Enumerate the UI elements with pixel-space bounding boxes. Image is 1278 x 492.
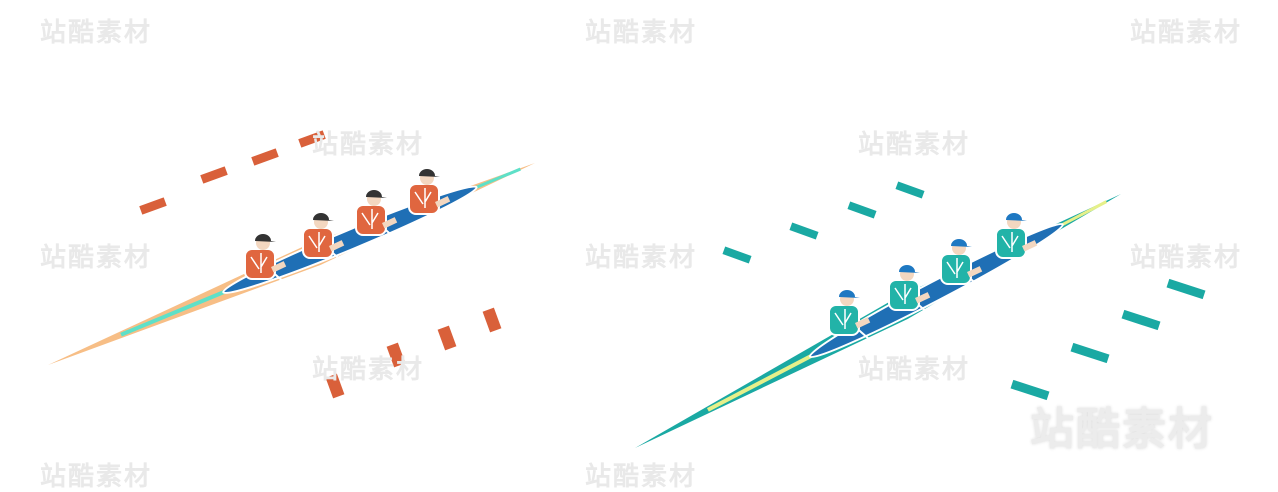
teal-boat: [635, 194, 1121, 448]
rower-cap: [1006, 213, 1027, 221]
oar-blade: [251, 148, 279, 166]
oar-blade: [139, 197, 167, 215]
rower: [278, 205, 360, 277]
oar-blade: [789, 222, 819, 240]
life-vest-lines: [834, 309, 852, 329]
rower-cap: [951, 239, 972, 247]
rower-arm: [1022, 240, 1038, 252]
rower-torso: [828, 304, 860, 336]
rower-torso: [995, 227, 1027, 259]
oar-blade: [437, 325, 457, 351]
rower: [220, 226, 302, 298]
oar-blade: [386, 342, 406, 368]
oar-blade: [1166, 278, 1206, 300]
rower-cap: [313, 213, 334, 221]
rower: [384, 161, 466, 233]
rower: [804, 282, 886, 354]
oar-blade: [895, 181, 925, 199]
rower: [864, 257, 946, 329]
rower-arm: [855, 317, 871, 329]
rower-cap: [255, 234, 276, 242]
rower-torso: [940, 253, 972, 285]
watermark: 站酷素材: [312, 355, 425, 385]
watermark: 站酷素材: [312, 130, 425, 160]
rower-arm: [329, 240, 345, 252]
hull-stripe: [120, 286, 234, 337]
rower: [971, 205, 1053, 277]
rower-torso: [408, 183, 440, 215]
life-vest-lines: [1001, 232, 1019, 252]
life-vest-lines: [308, 232, 326, 252]
life-vest-lines: [414, 188, 432, 208]
watermark: 站酷素材: [40, 462, 153, 492]
rower-torso: [888, 279, 920, 311]
orange-boat: [48, 161, 535, 365]
rower-arm: [271, 261, 287, 273]
rower-cap: [419, 169, 440, 177]
rower-torso: [302, 227, 334, 259]
watermark: 站酷素材: [858, 355, 971, 385]
rower-arm: [435, 196, 451, 208]
oar-blade: [200, 166, 228, 184]
oar-blade: [325, 373, 345, 399]
watermark: 站酷素材: [585, 462, 698, 492]
oar-blade: [1010, 379, 1050, 401]
oar-blade: [722, 246, 752, 264]
watermark-large: 站酷素材: [1030, 404, 1214, 455]
watermark: 站酷素材: [585, 18, 698, 48]
watermark: 站酷素材: [858, 130, 971, 160]
life-vest-lines: [361, 209, 379, 229]
rower-arm: [915, 292, 931, 304]
rower-arm: [966, 266, 983, 278]
rower-torso: [244, 248, 276, 280]
rower: [916, 231, 998, 303]
watermark: 站酷素材: [585, 243, 698, 273]
watermark: 站酷素材: [40, 18, 153, 48]
watermark: 站酷素材: [40, 243, 153, 273]
rower-torso: [355, 204, 387, 236]
oar-blade: [847, 201, 877, 219]
oar-blade: [1070, 342, 1110, 364]
life-vest-lines: [250, 253, 268, 273]
oar-blade: [482, 307, 502, 333]
rower-cap: [839, 290, 860, 298]
watermark: 站酷素材: [1130, 18, 1243, 48]
rower-cap: [366, 190, 387, 198]
watermark: 站酷素材: [1130, 243, 1243, 273]
rower-cap: [899, 265, 920, 273]
oar-blade: [1121, 309, 1161, 331]
rower: [331, 182, 413, 254]
hull-stripe: [706, 349, 821, 412]
rower-arm: [382, 217, 398, 229]
life-vest-lines: [946, 258, 964, 278]
oar-blade: [298, 130, 326, 148]
life-vest-lines: [894, 284, 912, 304]
